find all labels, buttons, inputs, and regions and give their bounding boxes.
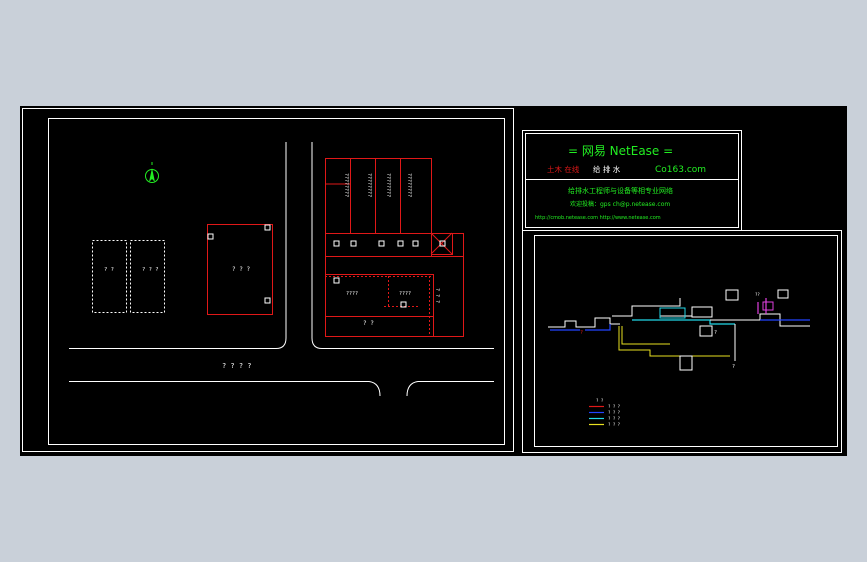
svg-text:?: ? — [732, 364, 735, 370]
treatment-plant — [325, 158, 464, 337]
svg-text:????????: ???????? — [343, 173, 349, 197]
building-b — [130, 240, 165, 313]
right-sheet-inner-frame — [534, 235, 838, 447]
legend-item-3: ? ? ? — [608, 416, 621, 421]
svg-text:?: ? — [580, 330, 583, 336]
title-left-sub: 给 排 水 — [593, 164, 621, 174]
north-arrow-icon — [145, 162, 159, 183]
svg-text:????????: ???????? — [406, 173, 412, 197]
title-left-tags: 土木 在线 — [547, 164, 580, 174]
legend-item-2: ? ? ? — [608, 410, 621, 415]
road-label: ? ? ? ? — [222, 362, 252, 370]
left-sheet-inner-frame — [48, 118, 505, 445]
title-domain: Co163.com — [655, 165, 706, 175]
svg-text:??: ?? — [755, 292, 760, 297]
legend-item-1: ? ? ? — [608, 404, 621, 409]
bottom-room-label: ? ? — [363, 320, 374, 327]
brand-title: = 网易 NetEase = — [568, 144, 673, 158]
building-c — [207, 224, 273, 315]
svg-text:????????: ???????? — [366, 173, 372, 197]
svg-text:????????: ???????? — [385, 173, 391, 197]
room1-label: ???? — [346, 291, 358, 297]
process-flow-diagram: ? ? ? ?? — [548, 289, 810, 371]
left-sheet-frame — [22, 108, 514, 452]
building-c-label: ? ? ? — [232, 266, 250, 273]
legend: ? ? ? ? ? ? ? ? ? ? ? ? ? ? — [589, 398, 621, 427]
svg-text:?: ? — [714, 330, 717, 336]
title-block-inner-frame — [525, 133, 739, 228]
equipment-squares — [333, 240, 446, 308]
room2-label: ???? — [399, 291, 411, 297]
side-label: ? ? ? — [434, 288, 440, 303]
svg-text:? ?: ? ? — [596, 398, 604, 403]
plant-x-box — [430, 232, 453, 255]
building-a — [92, 240, 127, 313]
roads — [69, 142, 494, 397]
title-line2: 给排水工程师与设备等相专业网络 — [568, 186, 673, 195]
right-sheet-frame — [522, 230, 842, 453]
building-b-label: ? ? ? — [142, 267, 159, 273]
title-line4: http://cmob.netease.com http://www.netea… — [535, 215, 661, 221]
cad-viewport[interactable]: ? ? ? ? ? ? ? ? ? ? ? ? ?????? — [20, 106, 847, 456]
cad-drawing: ? ? ? ? ? ? ? ? ? ? ? ? ?????? — [22, 108, 842, 453]
tank-dots: ???????? ???????? ???????? ???????? — [343, 173, 412, 197]
building-a-label: ? ? — [104, 267, 114, 273]
title-line3: 欢迎投稿：gps ch@p.netease.com — [570, 200, 670, 208]
legend-item-4: ? ? ? — [608, 422, 621, 427]
